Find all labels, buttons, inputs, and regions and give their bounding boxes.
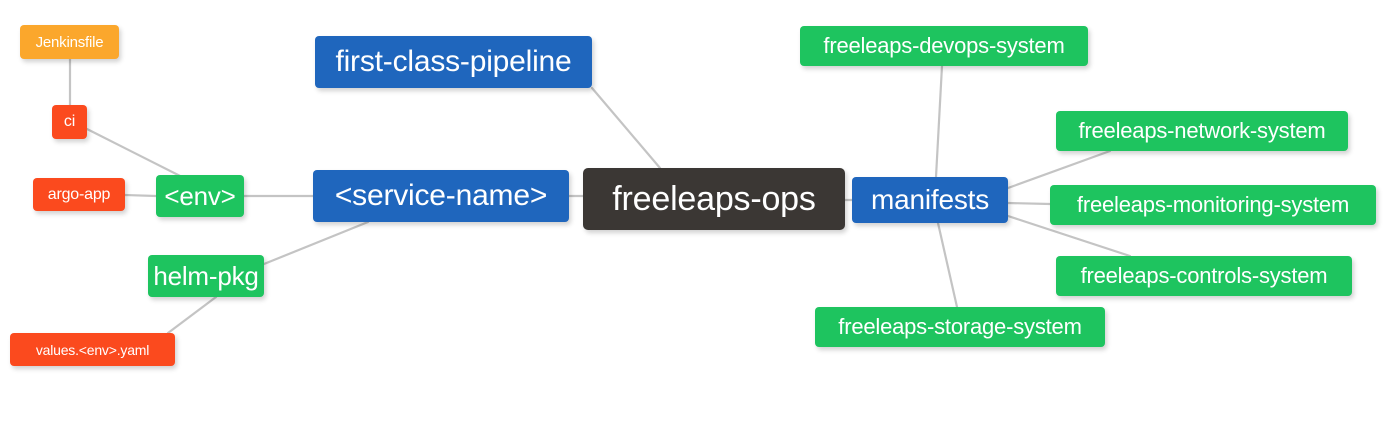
edge-manifests-to-monitoring-system: [1006, 201, 1052, 206]
node-label: freeleaps-monitoring-system: [1076, 192, 1350, 217]
mindmap-node-helm-pkg[interactable]: helm-pkg: [148, 255, 264, 297]
node-label: <env>: [164, 180, 236, 211]
edge-manifests-to-network-system: [1006, 149, 1112, 190]
mindmap-node-controls-system[interactable]: freeleaps-controls-system: [1056, 256, 1352, 296]
edge-argo-app-to-env: [123, 193, 158, 198]
node-label: freeleaps-network-system: [1078, 118, 1326, 143]
node-label: helm-pkg: [153, 260, 259, 291]
node-label: values.<env>.yaml: [35, 341, 150, 358]
mindmap-node-values-env-yaml[interactable]: values.<env>.yaml: [10, 333, 175, 366]
node-label: Jenkinsfile: [35, 33, 104, 51]
edge-manifests-to-devops-system: [934, 64, 944, 179]
edge-values-env-yaml-to-helm-pkg: [166, 295, 218, 335]
edge-manifests-to-storage-system: [936, 221, 959, 309]
mindmap-node-service-name[interactable]: <service-name>: [313, 170, 569, 222]
node-label: freeleaps-ops: [612, 179, 816, 218]
mindmap-node-ci[interactable]: ci: [52, 105, 87, 139]
mindmap-node-manifests[interactable]: manifests: [852, 177, 1008, 223]
node-label: manifests: [870, 184, 990, 215]
node-label: ci: [63, 113, 76, 130]
node-label: freeleaps-devops-system: [823, 33, 1065, 58]
mindmap-node-freeleaps-ops[interactable]: freeleaps-ops: [583, 168, 845, 230]
node-label: <service-name>: [334, 179, 548, 212]
mindmap-node-argo-app[interactable]: argo-app: [33, 178, 125, 211]
mindmap-node-storage-system[interactable]: freeleaps-storage-system: [815, 307, 1105, 347]
edge-helm-pkg-to-service-name: [262, 220, 370, 266]
mindmap-node-env[interactable]: <env>: [156, 175, 244, 217]
mindmap-node-first-class-pipeline[interactable]: first-class-pipeline: [315, 36, 592, 88]
mindmap-node-network-system[interactable]: freeleaps-network-system: [1056, 111, 1348, 151]
mindmap-node-jenkinsfile[interactable]: Jenkinsfile: [20, 25, 119, 59]
edge-first-class-pipeline-to-freeleaps-ops: [590, 86, 662, 170]
mindmap-node-monitoring-system[interactable]: freeleaps-monitoring-system: [1050, 185, 1376, 225]
mindmap-node-devops-system[interactable]: freeleaps-devops-system: [800, 26, 1088, 66]
node-label: freeleaps-storage-system: [838, 314, 1082, 339]
node-label: argo-app: [47, 185, 111, 203]
node-label: first-class-pipeline: [335, 45, 572, 78]
node-label: freeleaps-controls-system: [1080, 263, 1328, 288]
